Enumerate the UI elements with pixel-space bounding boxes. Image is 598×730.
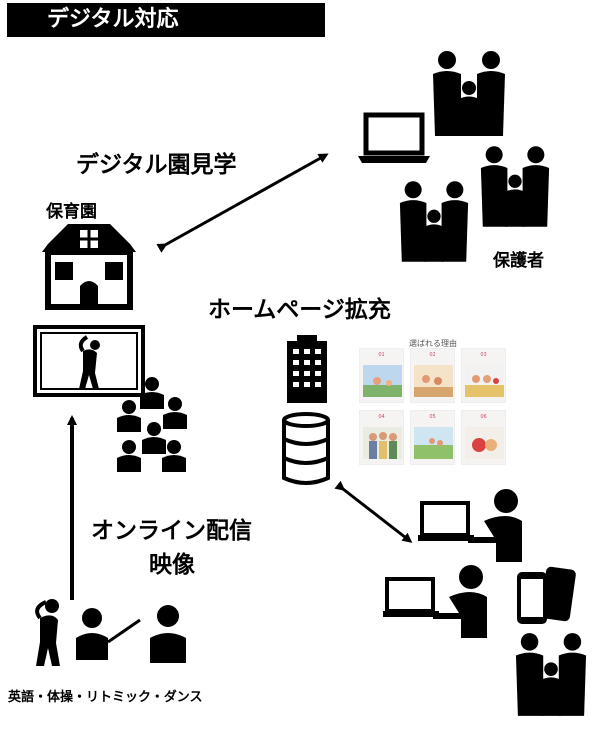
website-card: 06 bbox=[461, 410, 506, 465]
smartphone-icon bbox=[517, 566, 576, 624]
office-building-icon bbox=[287, 335, 327, 403]
children-group-icon bbox=[117, 377, 187, 472]
website-card: 05 bbox=[410, 410, 455, 465]
lessons-label: 英語・体操・リトミック・ダンス bbox=[8, 690, 203, 705]
family-icon-4 bbox=[515, 633, 587, 716]
card-photo bbox=[465, 427, 504, 459]
website-card: 01 bbox=[359, 348, 404, 403]
card-photo bbox=[363, 365, 402, 397]
online-streaming-label: オンライン配信 bbox=[91, 518, 252, 544]
family-icon-2 bbox=[480, 146, 550, 227]
card-number: 04 bbox=[378, 414, 385, 420]
nursery-building-icon bbox=[42, 224, 136, 310]
page-title: デジタル対応 bbox=[7, 3, 325, 37]
website-screenshot: 選ばれる理由 01 02 03 04 05 06 bbox=[357, 339, 509, 472]
nursery-label: 保育園 bbox=[46, 202, 97, 222]
website-card: 04 bbox=[359, 410, 404, 465]
instructors-icon bbox=[35, 599, 186, 666]
website-heading: 選ばれる理由 bbox=[409, 339, 457, 348]
computer-user-icon-2 bbox=[383, 565, 487, 638]
homepage-access-arrow bbox=[334, 480, 413, 543]
card-number: 05 bbox=[429, 414, 436, 420]
card-number: 06 bbox=[480, 414, 487, 420]
card-number: 03 bbox=[480, 352, 487, 358]
homepage-label: ホームページ拡充 bbox=[208, 297, 391, 323]
virtual-tour-arrow bbox=[156, 153, 329, 253]
guardians-label: 保護者 bbox=[493, 251, 544, 271]
laptop-icon bbox=[358, 112, 430, 163]
card-photo bbox=[414, 427, 453, 459]
family-icon-1 bbox=[433, 51, 505, 136]
card-photo bbox=[414, 365, 453, 397]
card-number: 01 bbox=[378, 352, 385, 358]
card-photo bbox=[363, 427, 402, 459]
video-label: 映像 bbox=[149, 552, 195, 578]
card-photo bbox=[465, 365, 504, 397]
card-number: 02 bbox=[429, 352, 436, 358]
database-icon bbox=[282, 412, 330, 485]
website-card: 03 bbox=[461, 348, 506, 403]
website-card: 02 bbox=[410, 348, 455, 403]
family-icon-3 bbox=[399, 181, 469, 262]
streaming-screen-icon bbox=[33, 325, 145, 397]
computer-user-icon-1 bbox=[418, 489, 522, 562]
